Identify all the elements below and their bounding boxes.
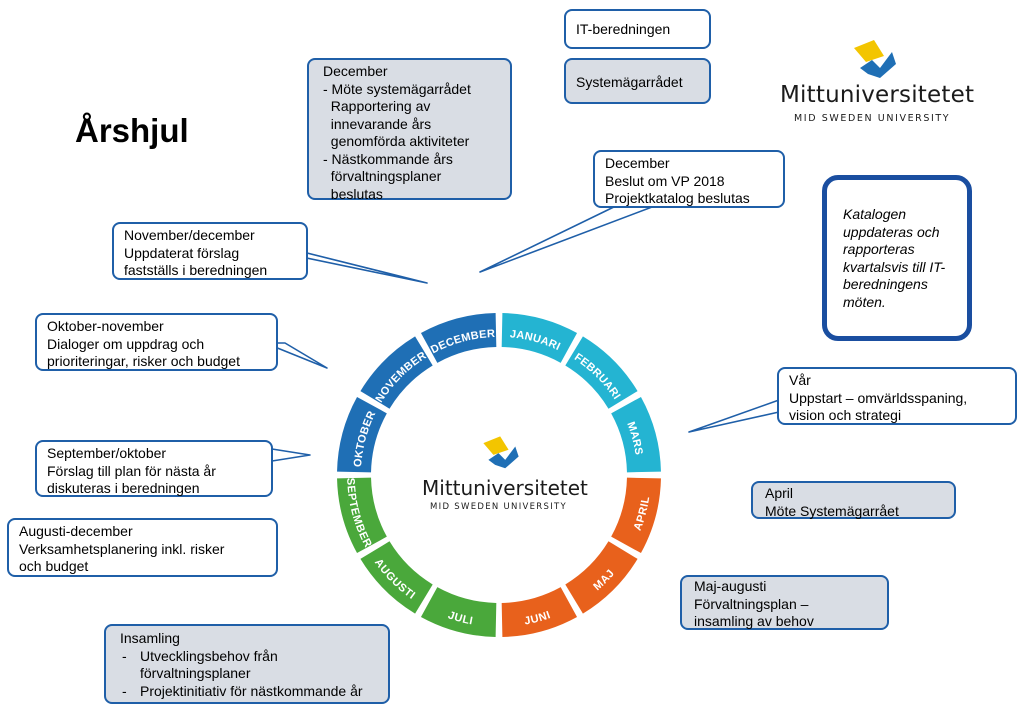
- month-segment-april: [611, 477, 661, 554]
- callout-line: insamling av behov: [694, 613, 814, 629]
- callout-line: Dialoger om uppdrag och: [47, 335, 205, 352]
- callout-line: Verksamhetsplanering inkl. risker: [19, 540, 225, 557]
- pointer-dec-vp: [479, 203, 661, 273]
- month-segment-november: [360, 336, 433, 409]
- logo-center-mark-icon: [483, 436, 519, 469]
- insamling-list: Utvecklingsbehov från förvaltningsplaner…: [120, 648, 374, 701]
- catalog-note: Katalogen uppdateras och rapporteras kva…: [822, 175, 972, 341]
- callout-var: Vår Uppstart – omvärldsspaning, vision o…: [777, 367, 1017, 425]
- month-segment-juli: [420, 587, 497, 637]
- callout-line: Förvaltningsplan –: [694, 595, 809, 612]
- callout-line: Vår: [789, 372, 811, 388]
- callout-line: Uppstart – omvärldsspaning,: [789, 389, 968, 406]
- logo-center-subtitle: MID SWEDEN UNIVERSITY: [430, 502, 567, 512]
- callout-line: Förslag till plan för nästa år: [47, 462, 216, 479]
- callout-line: Augusti-december: [19, 523, 133, 539]
- month-ring: JANUARIFEBRUARIMARSAPRILMAJJUNIJULIAUGUS…: [337, 313, 661, 637]
- catalog-note-text: Katalogen uppdateras och rapporteras kva…: [843, 206, 946, 310]
- logo-center-name: Mittuniversitetet: [422, 476, 588, 500]
- logo-center: Mittuniversitetet MID SWEDEN UNIVERSITY: [420, 434, 590, 518]
- callout-line: prioriteringar, risker och budget: [47, 353, 240, 369]
- callout-line: Oktober-november: [47, 318, 164, 334]
- callout-oktober-november: Oktober-november Dialoger om uppdrag och…: [35, 313, 278, 371]
- legend-systemagarradet-label: Systemägarrådet: [576, 74, 683, 90]
- callout-line: förvaltningsplaner: [323, 168, 442, 184]
- callout-line: December: [323, 63, 388, 79]
- callout-line: November/december: [124, 227, 255, 243]
- month-segment-maj: [565, 541, 638, 614]
- month-segment-januari: [501, 313, 578, 363]
- month-segment-augusti: [360, 541, 433, 614]
- logo-top-subtitle: MID SWEDEN UNIVERSITY: [794, 113, 951, 124]
- callout-line: Beslut om VP 2018: [605, 172, 725, 189]
- month-segment-juni: [501, 587, 578, 637]
- callout-line: - Möte systemägarrådet: [323, 80, 471, 97]
- month-segment-september: [337, 477, 387, 554]
- logo-top: Mittuniversitetet MID SWEDEN UNIVERSITY: [780, 36, 974, 128]
- callout-insamling: Insamling Utvecklingsbehov från förvaltn…: [104, 624, 390, 704]
- callout-maj-augusti: Maj-augusti Förvaltningsplan – insamling…: [680, 575, 889, 630]
- page-title: Årshjul: [75, 112, 189, 149]
- callout-line: Projektkatalog beslutas: [605, 190, 750, 206]
- legend-systemagarradet: Systemägarrådet: [564, 58, 711, 104]
- list-item: Utvecklingsbehov från förvaltningsplaner: [120, 648, 320, 683]
- month-segment-mars: [611, 396, 661, 473]
- callout-line: vision och strategi: [789, 407, 902, 423]
- callout-line: Uppdaterat förslag: [124, 244, 240, 261]
- logo-top-name: Mittuniversitetet: [780, 82, 975, 108]
- callout-line: diskuteras i beredningen: [47, 480, 200, 496]
- callout-line: - Nästkommande års: [323, 150, 453, 167]
- callout-augusti-december: Augusti-december Verksamhetsplanering in…: [7, 518, 278, 577]
- callout-line: Maj-augusti: [694, 578, 767, 594]
- list-item: Projektinitiativ för nästkommande år: [120, 683, 374, 701]
- callout-heading: Insamling: [120, 630, 180, 646]
- legend-it-beredningen-label: IT-beredningen: [576, 21, 671, 37]
- legend-it-beredningen: IT-beredningen: [564, 9, 711, 49]
- callout-september-oktober: September/oktober Förslag till plan för …: [35, 440, 273, 497]
- month-segment-oktober: [337, 396, 387, 473]
- callout-line: fastställs i beredningen: [124, 262, 268, 278]
- callout-december-vp: December Beslut om VP 2018 Projektkatalo…: [593, 150, 785, 208]
- callout-line: beslutas: [323, 185, 383, 202]
- callout-line: December: [605, 155, 670, 171]
- callout-line: genomförda aktiviteter: [323, 133, 470, 149]
- callout-line: innevarande års: [323, 115, 432, 132]
- callout-line: Möte Systemägarrået: [765, 502, 899, 519]
- callout-november-december: November/december Uppdaterat förslag fas…: [112, 222, 308, 280]
- callout-line: September/oktober: [47, 445, 167, 461]
- logo-mark-icon: [854, 40, 896, 78]
- month-segment-december: [420, 313, 497, 363]
- callout-line: Rapportering av: [323, 98, 431, 114]
- callout-april: April Möte Systemägarrået: [751, 481, 956, 519]
- pointer-sep-okt: [271, 448, 311, 462]
- callout-line: och budget: [19, 558, 89, 574]
- pointer-var: [688, 399, 780, 433]
- month-segment-februari: [565, 336, 638, 409]
- callout-line: April: [765, 485, 794, 501]
- callout-december-systemagarradet: December - Möte systemägarrådet Rapporte…: [307, 58, 512, 202]
